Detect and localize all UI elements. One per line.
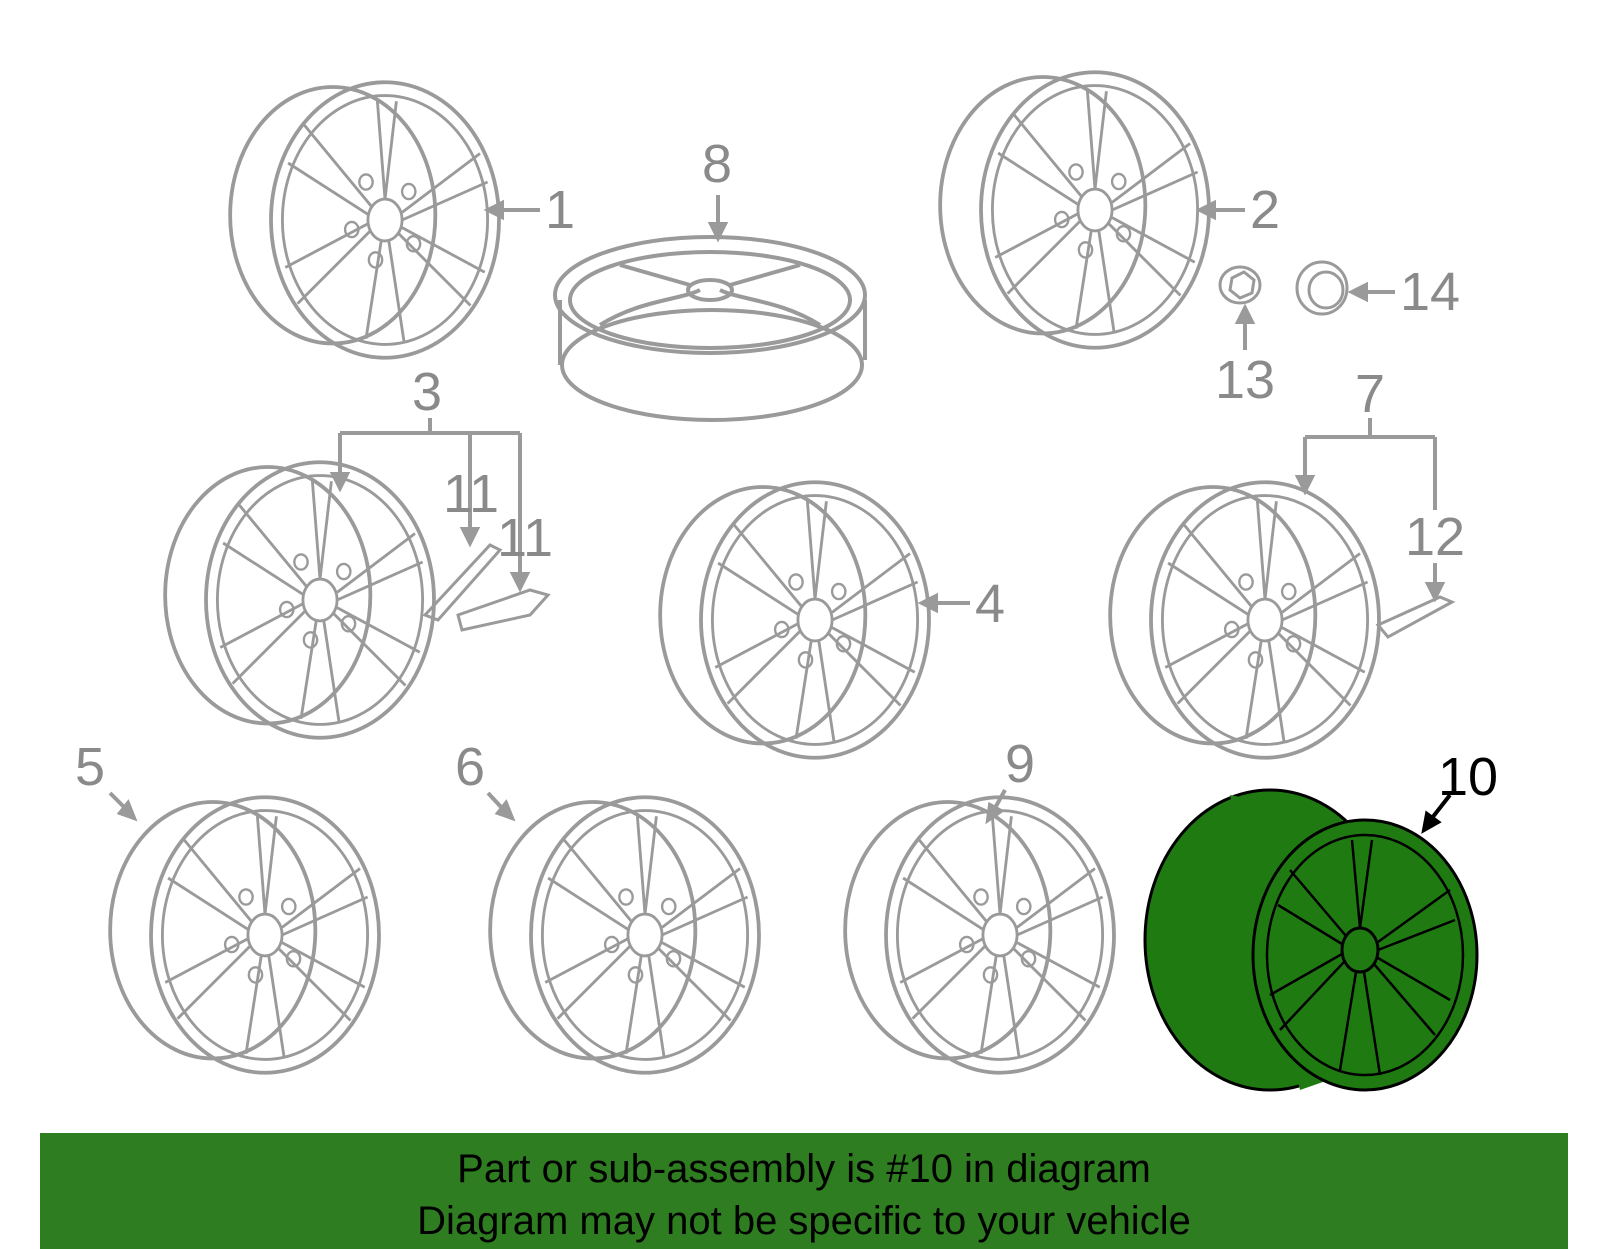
callout-2-arrow	[1195, 199, 1245, 221]
part-info-banner: Part or sub-assembly is #10 in diagram D…	[40, 1133, 1568, 1249]
callout-13: 13	[1215, 350, 1275, 410]
callout-8: 8	[702, 134, 732, 194]
wheel-1	[228, 80, 501, 360]
callout-10: 10	[1438, 747, 1498, 807]
callout-7-bracket	[1294, 418, 1435, 496]
wheel-6	[488, 795, 761, 1075]
spare-wheel-8	[553, 235, 867, 422]
callout-7: 7	[1355, 364, 1385, 424]
wheel-3	[163, 460, 436, 740]
callout-5: 5	[75, 737, 105, 797]
wheel-10-highlighted	[1143, 788, 1479, 1092]
callout-10-arrow	[1421, 793, 1452, 834]
banner-line-1: Part or sub-assembly is #10 in diagram	[457, 1147, 1151, 1191]
callout-1: 1	[545, 180, 575, 240]
center-cap-14	[1295, 260, 1349, 316]
wheel-5	[108, 795, 381, 1075]
wheel-weight-11b	[456, 588, 551, 632]
callout-14-arrow	[1347, 281, 1395, 303]
callout-4: 4	[975, 574, 1005, 634]
callout-13-arrow	[1234, 303, 1256, 350]
callout-6-arrow	[486, 791, 516, 822]
wheel-weight-11a	[422, 543, 503, 622]
callout-1-arrow	[483, 199, 540, 221]
callout-9: 9	[1005, 734, 1035, 794]
wheel-4	[658, 480, 931, 760]
wheel-2	[938, 70, 1211, 350]
callout-11b: 11	[497, 508, 553, 568]
wheel-9	[843, 795, 1116, 1075]
lug-nut-13	[1218, 265, 1262, 305]
wheel-7	[1108, 480, 1381, 760]
callout-12: 12	[1405, 507, 1465, 567]
callout-12-arrow	[1424, 437, 1446, 603]
callout-3-bracket	[329, 418, 531, 593]
banner-line-2: Diagram may not be specific to your vehi…	[417, 1199, 1191, 1243]
callout-5-arrow	[108, 791, 138, 822]
callout-2: 2	[1250, 180, 1280, 240]
callout-11a: 11	[443, 464, 499, 524]
callout-9-arrow	[985, 789, 1007, 825]
callout-14: 14	[1400, 262, 1460, 322]
callout-8-arrow	[707, 195, 729, 243]
callout-3: 3	[412, 362, 442, 422]
callout-6: 6	[455, 737, 485, 797]
wheel-weight-12	[1375, 595, 1456, 639]
callout-4-arrow	[917, 592, 970, 614]
